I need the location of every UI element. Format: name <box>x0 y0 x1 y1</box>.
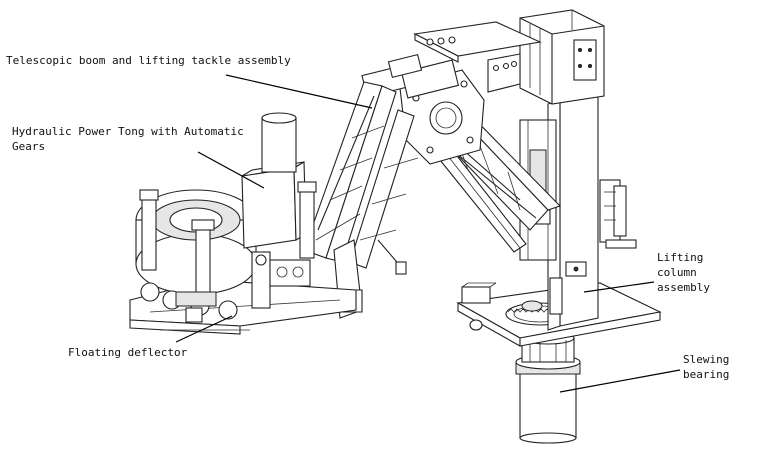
leader-lines <box>175 74 681 393</box>
slewing-bearing-column <box>515 331 581 444</box>
label-power-tong-line1: Hydraulic Power Tong with Automatic <box>12 125 244 138</box>
leader-tong <box>197 151 265 189</box>
label-power-tong-line2: Gears <box>12 140 46 153</box>
label-lifting-column-line2: column <box>657 266 697 279</box>
label-slewing-bearing-line1: Slewing <box>683 353 730 366</box>
leader-deflector <box>175 315 233 343</box>
label-telescopic-boom: Telescopic boom and lifting tackle assem… <box>6 54 291 67</box>
leader-boom <box>225 74 373 109</box>
power-tong <box>129 112 357 335</box>
leader-lifting <box>583 281 655 293</box>
label-slewing-bearing-line2: bearing <box>683 368 730 381</box>
label-lifting-column-line3: assembly <box>657 281 710 294</box>
telescopic-boom <box>303 53 562 319</box>
lifting-column <box>413 9 637 331</box>
label-lifting-column-line1: Lifting <box>657 251 704 264</box>
leader-slewing <box>559 369 681 393</box>
label-floating-deflector: Floating deflector <box>68 346 188 359</box>
